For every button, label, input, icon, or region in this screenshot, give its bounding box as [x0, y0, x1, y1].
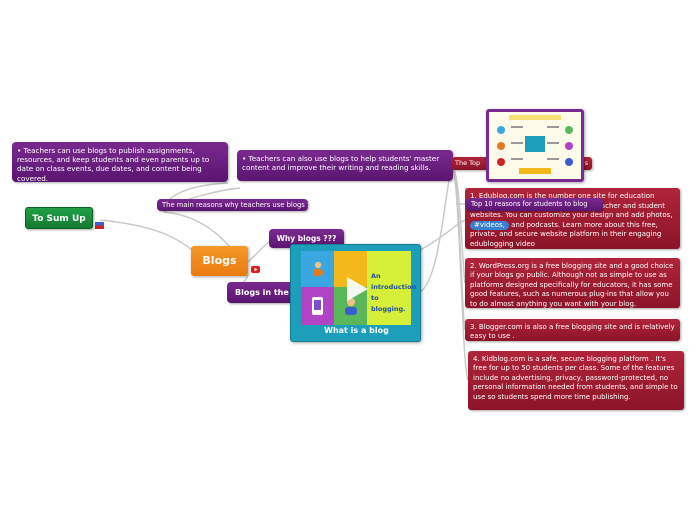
central-blogs-label: Blogs: [202, 254, 236, 267]
teachers-publish-text: • Teachers can use blogs to publish assi…: [17, 146, 209, 183]
top10-reasons-node[interactable]: Top 10 reasons for students to blog: [466, 198, 603, 211]
infographic-image: [489, 112, 581, 179]
kidblog-text: 4. Kidblog.com is a safe, secure bloggin…: [473, 355, 678, 401]
blogger-text: 3. Blogger.com is also a free blogging s…: [470, 323, 675, 340]
teachers-publish-note[interactable]: • Teachers can use blogs to publish assi…: [12, 142, 228, 182]
person-icon: [312, 261, 324, 277]
blogger-item[interactable]: 3. Blogger.com is also a free blogging s…: [465, 319, 680, 341]
to-sum-up-node[interactable]: To Sum Up: [25, 207, 93, 229]
why-blogs-label: Why blogs ???: [277, 234, 337, 243]
phone-icon: [311, 297, 324, 315]
video-caption: An introduction to blogging.: [371, 271, 411, 315]
video-title: What is a blog: [291, 326, 422, 335]
link-main-reasons: [164, 212, 230, 247]
top-reasons-label: The Top: [455, 159, 480, 167]
videos-tag[interactable]: #videos,: [470, 221, 509, 230]
top-reasons-image-frame[interactable]: [486, 109, 584, 182]
wordpress-item[interactable]: 2. WordPress.org is a free blogging site…: [465, 258, 680, 308]
main-reasons-label: The main reasons why teachers use blogs …: [162, 201, 309, 209]
kidblog-item[interactable]: 4. Kidblog.com is a safe, secure bloggin…: [468, 351, 684, 410]
to-sum-up-label: To Sum Up: [32, 214, 85, 224]
wordpress-text: 2. WordPress.org is a free blogging site…: [470, 262, 673, 308]
video-node[interactable]: An introduction to blogging. What is a b…: [290, 244, 421, 342]
top10-reasons-label: Top 10 reasons for students to blog: [471, 200, 587, 208]
video-thumbnail[interactable]: An introduction to blogging.: [301, 251, 411, 325]
teachers-master-text: • Teachers can also use blogs to help st…: [242, 154, 439, 172]
main-reasons-node[interactable]: The main reasons why teachers use blogs …: [157, 199, 308, 211]
play-button-icon[interactable]: [344, 277, 368, 301]
teachers-master-note[interactable]: • Teachers can also use blogs to help st…: [237, 150, 453, 181]
youtube-icon: [251, 258, 260, 265]
blogs-in-education-label: Blogs in the E: [235, 288, 297, 297]
top-reasons-label-end: s: [585, 159, 588, 168]
link-to-sum-up: [100, 220, 205, 262]
central-blogs-node[interactable]: Blogs: [191, 246, 248, 276]
link-top: [420, 165, 452, 292]
flag-icon: [95, 214, 104, 221]
